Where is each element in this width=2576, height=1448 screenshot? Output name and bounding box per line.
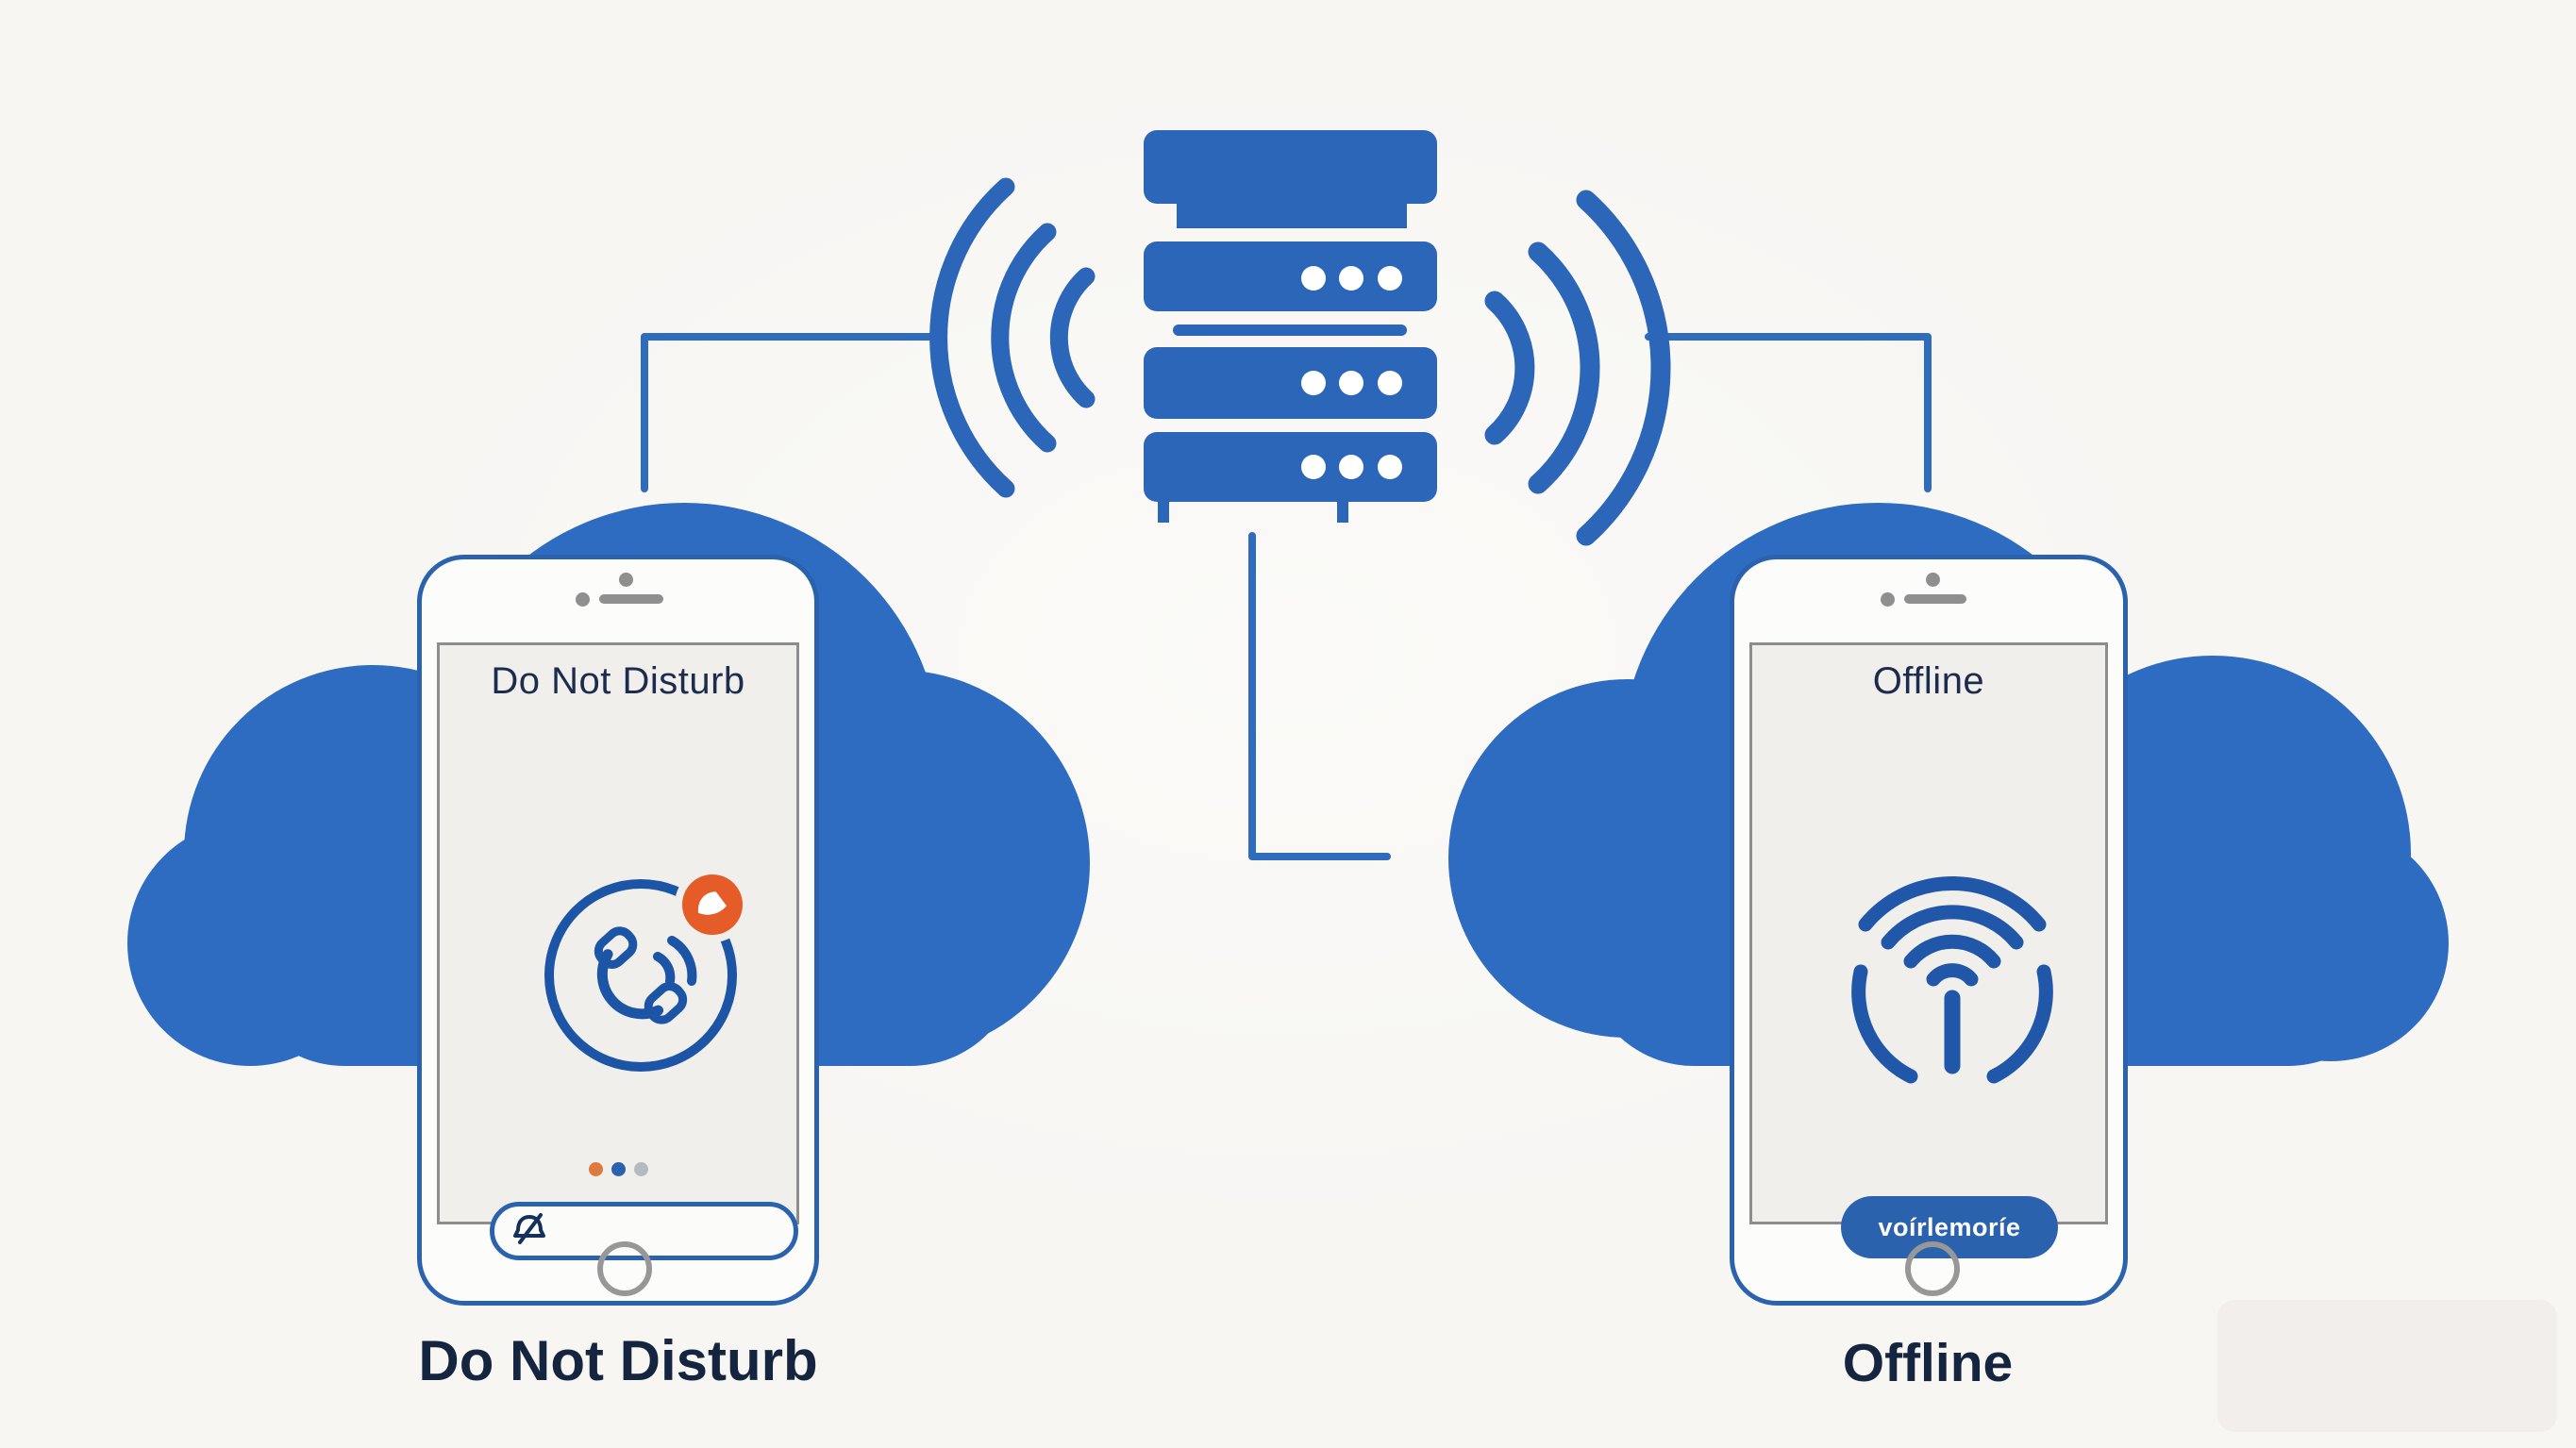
phone-left-screen: Do Not Disturb: [437, 642, 875, 1260]
phone-right: Offline voírlemoríe: [1730, 555, 2128, 1306]
dot-gray: [633, 1162, 648, 1176]
muted-bell-icon: [508, 1207, 551, 1256]
caption-do-not-disturb: Do Not Disturb: [418, 1329, 818, 1392]
camera-dot-icon: [1926, 573, 1940, 587]
connector-line-left: [641, 333, 935, 492]
connector-line-right: [1645, 333, 1932, 492]
home-button[interactable]: [597, 1241, 652, 1296]
signal-waves-right-icon: [1484, 190, 1671, 546]
screen-title-right: Offline: [1872, 660, 1985, 702]
connector-line-down: [1248, 532, 1391, 860]
speaker-dot-icon: [1881, 592, 1895, 607]
caption-offline: Offline: [1842, 1333, 2014, 1393]
speaker-grill-icon: [599, 594, 663, 604]
corner-shadow-patch: [2217, 1300, 2557, 1432]
phone-call-icon: [537, 872, 744, 1079]
speaker-grill-icon: [1904, 594, 1966, 604]
speaker-dot-icon: [576, 592, 590, 607]
home-button[interactable]: [1905, 1241, 1960, 1296]
dot-blue: [611, 1162, 626, 1176]
screen-title-left: Do Not Disturb: [491, 660, 745, 702]
dot-orange: [588, 1162, 603, 1176]
server-stack-icon: [1144, 130, 1437, 523]
camera-dot-icon: [619, 573, 633, 587]
wifi-antenna-icon: [1834, 875, 2070, 1089]
signal-waves-left-icon: [929, 177, 1096, 498]
phone-left: Do Not Disturb: [417, 555, 875, 1306]
pagination-dots: [440, 1162, 796, 1176]
notification-badge-icon: [682, 874, 743, 935]
phone-right-screen: Offline voírlemoríe: [1749, 642, 2108, 1258]
